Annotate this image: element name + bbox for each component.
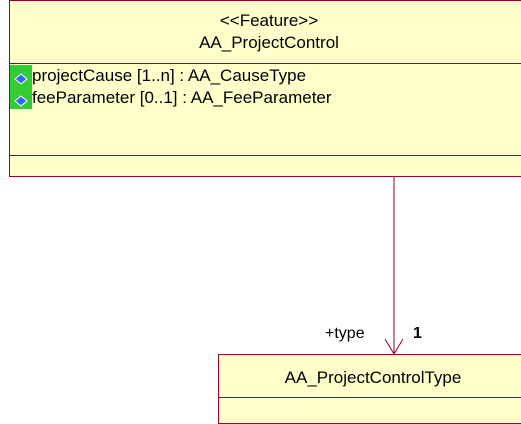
class-stereotype: <<Feature>>	[219, 11, 319, 30]
attribute-icon	[10, 65, 32, 87]
association-multiplicity: 1	[413, 325, 422, 342]
attribute-label: feeParameter [0..1] : AA_FeeParameter	[32, 88, 332, 107]
compartment-divider	[219, 397, 521, 398]
compartment-divider	[10, 155, 521, 156]
class-aa-projectcontroltype[interactable]: AA_ProjectControlType	[218, 354, 521, 424]
attribute-row[interactable]: projectCause [1..n] : AA_CauseType	[10, 65, 306, 87]
attribute-row[interactable]: feeParameter [0..1] : AA_FeeParameter	[10, 87, 332, 109]
attribute-label: projectCause [1..n] : AA_CauseType	[32, 66, 307, 85]
class-name: AA_ProjectControlType	[284, 368, 462, 387]
class-name: AA_ProjectControl	[199, 33, 339, 52]
compartment-divider	[10, 63, 521, 64]
association-role-label: +type	[325, 325, 365, 342]
class-aa-projectcontrol[interactable]: <<Feature>> AA_ProjectControl projectCau…	[9, 0, 521, 177]
attribute-icon	[10, 87, 32, 109]
